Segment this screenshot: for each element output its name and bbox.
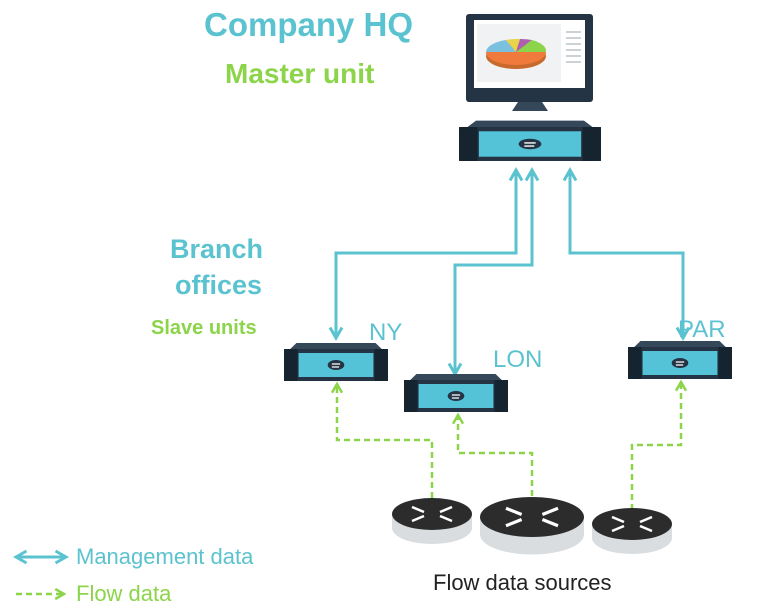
- ny-server-icon: [283, 342, 389, 382]
- lon-server-icon: [403, 373, 509, 413]
- sources-label: Flow data sources: [433, 570, 612, 595]
- router-icon-1: [390, 496, 474, 546]
- monitor-icon: [466, 14, 593, 111]
- legend-flow-label: Flow data: [76, 581, 172, 606]
- city-label-ny: NY: [369, 319, 403, 346]
- hq-server-icon: [458, 119, 602, 162]
- router-icon-2: [478, 495, 586, 557]
- branch-title-line2: offices: [175, 270, 263, 300]
- pie-chart-icon: [486, 38, 547, 69]
- legend-management-label: Management data: [76, 544, 254, 569]
- city-label-lon: LON: [493, 346, 543, 373]
- router-icon-3: [590, 506, 674, 556]
- flow-links: [330, 379, 688, 510]
- hq-subtitle: Master unit: [225, 58, 375, 89]
- branch-subtitle: Slave units: [151, 317, 257, 339]
- city-label-par: PAR: [678, 316, 726, 343]
- par-server-icon: [627, 340, 733, 380]
- branch-title-line1: Branch: [170, 234, 264, 264]
- management-links: [328, 166, 691, 378]
- hq-title: Company HQ: [204, 6, 414, 43]
